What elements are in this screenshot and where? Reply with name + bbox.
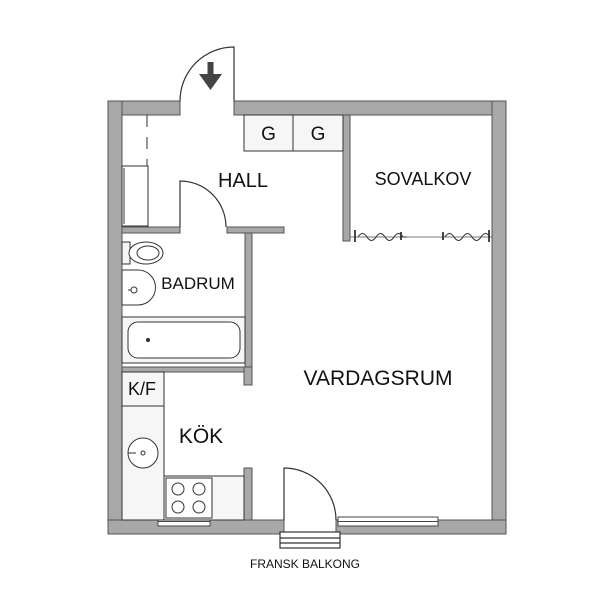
bathtub-icon [121, 316, 246, 364]
bathroom-fixtures [121, 241, 246, 364]
wall-alcove [342, 114, 351, 242]
wall-hall-bath-left [121, 226, 181, 234]
wall-kitchen-right [243, 467, 253, 521]
windows [157, 516, 439, 527]
label-sovalkov: SOVALKOV [375, 169, 472, 189]
label-hall: HALL [218, 170, 268, 192]
label-vardagsrum: VARDAGSRUM [304, 367, 453, 390]
label-wardrobe-1: G [261, 124, 276, 145]
wall-left [107, 100, 123, 535]
kitchen-fixtures [121, 371, 245, 521]
wall-kitchen-stub [243, 366, 253, 386]
doors [179, 46, 341, 549]
curtain-right-icon [442, 230, 491, 242]
walls [107, 100, 507, 535]
bathroom-door [179, 180, 227, 228]
hall-fixtures [121, 114, 344, 227]
wall-hall-bath-right [226, 226, 285, 234]
wardrobe-box-2 [292, 114, 344, 152]
balcony-sill [279, 531, 341, 549]
label-kf: K/F [128, 379, 156, 399]
wall-top-right [233, 100, 507, 116]
wall-bath-right [244, 232, 253, 368]
curtain-left-icon [354, 230, 407, 242]
label-kok: KÖK [179, 425, 223, 448]
wall-right [491, 100, 507, 535]
stove-icon [165, 477, 213, 519]
label-badrum: BADRUM [161, 274, 235, 293]
down-arrow-icon [199, 62, 222, 90]
label-wardrobe-2: G [311, 124, 326, 145]
sink-icon [121, 269, 156, 306]
curtains [350, 230, 492, 242]
wall-bath-kitchen [121, 366, 245, 373]
kitchen-sink-icon [127, 437, 159, 469]
toilet-icon [121, 241, 164, 265]
entrance-door [179, 46, 235, 102]
fridge-freezer [121, 371, 165, 407]
balcony-door [283, 467, 337, 521]
label-fransk-balkong: FRANSK BALKONG [250, 557, 360, 571]
wardrobe-box-1 [243, 114, 294, 152]
hall-shelf [121, 165, 149, 227]
